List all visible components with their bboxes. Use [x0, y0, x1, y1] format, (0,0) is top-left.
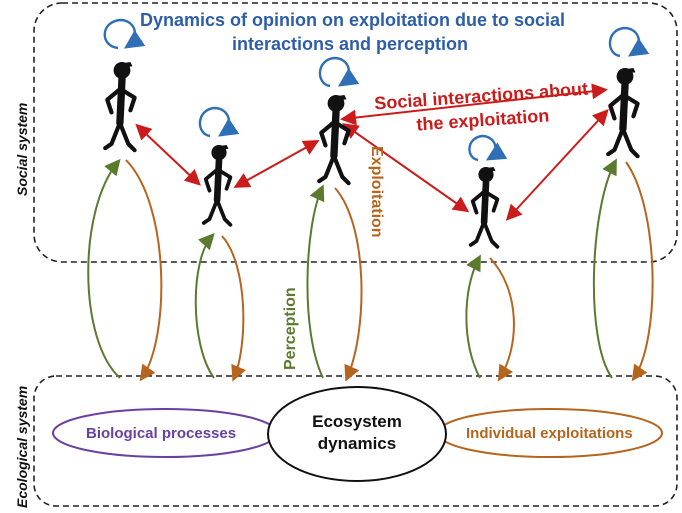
agent-3: [317, 95, 351, 186]
agent-5: [606, 68, 640, 159]
opinion-self-loops: [103, 18, 650, 162]
interaction-1-2: [135, 123, 201, 186]
self-loop-5: [608, 26, 650, 58]
agents: [103, 62, 640, 249]
self-loop-1: [103, 18, 146, 50]
perception-loop-2: [194, 233, 215, 379]
ecosystem-dynamics-ellipse: [267, 386, 447, 482]
agent-1: [103, 62, 137, 153]
agent-2: [201, 145, 233, 227]
social-system-label: Social system: [14, 102, 30, 196]
agent-4: [468, 167, 500, 249]
ecosystem-line1: Ecosystem: [312, 412, 402, 431]
interaction-3-4: [342, 123, 470, 213]
ecosystem-line2: dynamics: [317, 434, 397, 453]
ecological-system-label: Ecological system: [14, 385, 30, 508]
perception-loop-1: [87, 158, 121, 379]
self-loop-3: [318, 56, 360, 88]
exploitation-loop-3: [334, 187, 363, 382]
self-loop-4: [468, 134, 508, 162]
biological-processes-label: Biological processes: [86, 425, 237, 442]
perception-label: Perception: [282, 287, 299, 370]
interaction-2-3: [233, 140, 320, 188]
individual-exploitations-label: Individual exploitations: [466, 425, 633, 442]
perception-loop-3: [306, 184, 325, 379]
exploitation-loop-5: [625, 161, 654, 382]
dynamics-title-line1: Dynamics of opinion on exploitation due …: [140, 10, 566, 30]
ecosystem-dynamics-label: Ecosystem dynamics: [297, 411, 417, 455]
exploitation-loop-1: [125, 159, 163, 382]
self-loop-2: [198, 106, 240, 138]
social-interaction-arrows: [135, 83, 609, 221]
interaction-4-5: [505, 109, 609, 221]
perception-loop-4: [465, 254, 481, 379]
exploitation-loop-2: [221, 235, 247, 382]
exploitation-loop-4: [489, 257, 515, 382]
social-system-box: [33, 2, 678, 263]
dynamics-title: Dynamics of opinion on exploitation due …: [140, 8, 566, 56]
perception-loop-5: [592, 158, 617, 379]
interaction-3-5: [340, 83, 608, 126]
ecological-system-box: [33, 375, 678, 507]
exploitation-label: Exploitation: [368, 146, 385, 238]
dynamics-title-line2: interactions and perception: [231, 34, 469, 54]
